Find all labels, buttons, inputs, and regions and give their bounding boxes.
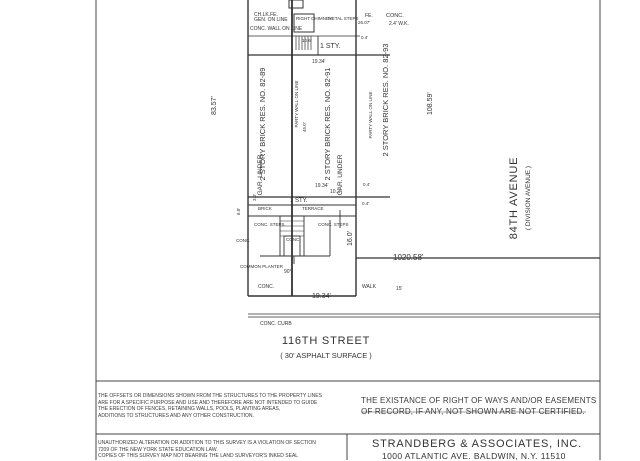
note-line: COPIES OF THIS SURVEY MAP NOT BEARING TH…	[98, 453, 299, 459]
offsets-disclaimer: THE OFFSETS OR DIMENSIONS SHOWN FROM THE…	[98, 393, 322, 419]
front-features	[248, 204, 356, 264]
dim-19-34-top: 19.34'	[312, 59, 326, 65]
easements-disclaimer: THE EXISTANCE OF RIGHT OF WAYS AND/OR EA…	[361, 396, 596, 418]
walk-label: WALK	[362, 284, 377, 290]
avenue-alt: ( DIVISION AVENUE )	[525, 166, 532, 230]
metal-steps-box	[293, 13, 315, 33]
dim-1020-58: 1020.58'	[393, 253, 424, 262]
street-name: 116TH STREET	[282, 335, 370, 347]
dim-19-34-mid: 19.34'	[315, 183, 329, 189]
right-chimney-label: RIGHT CHIMNEY	[296, 16, 332, 21]
conc-center-label: CONC.	[286, 237, 301, 242]
gar-under-left-label: GAR. UNDER	[257, 154, 264, 195]
note-line: THE EXISTANCE OF RIGHT OF WAYS AND/OR EA…	[361, 396, 597, 405]
drawing-frame	[95, 0, 601, 460]
note-line: THE OFFSETS OR DIMENSIONS SHOWN FROM THE…	[98, 393, 322, 399]
brick-label: BRICK	[258, 206, 272, 211]
dim-2-4-wk: 2.4' W.K.	[389, 21, 409, 27]
one-sty-label: 1 STY.	[320, 43, 341, 50]
dim-16-0: 16.0'	[347, 231, 354, 246]
note-line: OF RECORD, IF ANY, NOT SHOWN ARE NOT CER…	[361, 406, 585, 416]
dim-15: 15'	[396, 286, 403, 292]
dim-108-59: 108.59'	[427, 92, 434, 115]
dim-10-6: 10.6'	[302, 38, 312, 43]
firm-name: STRANDBERG & ASSOCIATES, INC.	[372, 438, 583, 450]
note-line: ARE FOR A SPECIFIC PURPOSE AND USE AND T…	[98, 399, 318, 406]
surveyor-title-block: STRANDBERG & ASSOCIATES, INC. 1000 ATLAN…	[350, 438, 620, 461]
dim-45-0: 45.0'	[302, 122, 307, 132]
dim-10-2: 10.2'	[330, 189, 341, 195]
rear-structures	[248, 0, 360, 55]
common-planter-label: COMMON PLANTER	[240, 264, 284, 269]
property-lines	[247, 0, 600, 318]
dim-19-34-bottom: 19.34'	[312, 293, 331, 300]
party-wall-label: PARTY WALL ON LINE	[294, 81, 299, 128]
conc-walk-left-label: CONC.	[258, 284, 274, 290]
fe-top-label: FE.	[365, 13, 373, 19]
note-line: UNAUTHORIZED ALTERATION OR ADDITION TO T…	[98, 440, 316, 446]
gar-under-center-label: GAR. UNDER	[337, 154, 344, 195]
sty-mid-label: 1 STY.	[290, 198, 308, 204]
chimney-top	[288, 0, 304, 9]
avenue-name: 84TH AVENUE	[508, 157, 520, 240]
conc-steps-right-label: CONC. STEPS	[318, 222, 349, 227]
street-surface: ( 30' ASPHALT SURFACE )	[280, 351, 372, 360]
firm-address: 1000 ATLANTIC AVE. BALDWIN, N.Y. 11510	[382, 451, 566, 461]
dim-6-0: 6.0'	[236, 208, 241, 215]
res-right-label: 2 STORY BRICK RES. NO. 82-93	[381, 44, 390, 157]
dim-0-4-low: 0.4'	[362, 201, 369, 206]
conc-top-label: CONC.	[386, 13, 404, 19]
note-line: THE ERECTION OF FENCES, RETAINING WALLS,…	[98, 406, 281, 412]
dim-83-57: 83.57'	[211, 96, 218, 115]
conc-left-label: CONC.	[236, 238, 251, 243]
terrace-label: TERRACE	[302, 206, 324, 211]
survey-labels: CH.LK.FE. GEN. ON LINE CONC. WALL ON LIN…	[211, 12, 532, 360]
party-wall-right-label: PARTY WALL ON LINE	[368, 92, 373, 139]
dim-3-0: 3.0'	[252, 194, 257, 201]
chain-link-fence-label: CH.LK.FE.	[254, 12, 278, 18]
conc-curb-label: CONC. CURB	[260, 321, 292, 327]
res-left-label: 2 STORY BRICK RES. NO. 82-89	[258, 68, 267, 181]
res-center-label: 2 STORY BRICK RES. NO. 82-91	[323, 68, 332, 181]
metal-steps-label: METAL STEPS	[328, 16, 359, 21]
angle-90-label: 90°	[284, 269, 292, 275]
dim-0-4-top: 0.4'	[361, 35, 368, 40]
dim-26-07: 26.07'	[358, 20, 370, 25]
conc-steps-left-label: CONC. STEPS	[254, 222, 285, 227]
alteration-notice: UNAUTHORIZED ALTERATION OR ADDITION TO T…	[98, 440, 316, 460]
dim-0-4-mid: 0.4'	[363, 182, 370, 187]
note-line: ADDITIONS TO STRUCTURES AND ANY OTHER CO…	[98, 412, 254, 419]
gen-on-line-label: GEN. ON LINE	[254, 17, 288, 23]
note-line: 7209 OF THE NEW YORK STATE EDUCATION LAW…	[98, 446, 218, 453]
conc-wall-label: CONC. WALL ON LINE	[250, 26, 303, 32]
